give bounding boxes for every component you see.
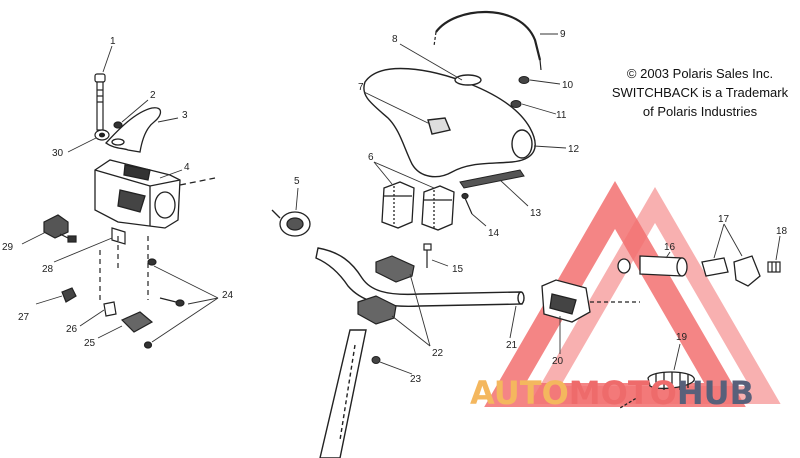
callout-20: 20 — [552, 356, 564, 367]
callout-10: 10 — [562, 80, 574, 91]
bracket-part-28 — [99, 227, 149, 300]
screw-part-14 — [461, 192, 473, 215]
pad-mounts-part-6 — [381, 181, 455, 231]
grommet-part-27 — [61, 287, 77, 303]
callout-23: 23 — [410, 374, 422, 385]
pad-strip-part-13 — [459, 169, 525, 189]
grip-part-5 — [271, 209, 311, 237]
callout-24: 24 — [222, 290, 234, 301]
callout-14: 14 — [488, 228, 500, 239]
washer-part-30 — [94, 129, 110, 141]
switch-part-29 — [43, 214, 77, 243]
plate-part-25 — [120, 311, 154, 333]
clip-part-26 — [103, 301, 117, 317]
callout-27: 27 — [18, 312, 30, 323]
callout-11: 11 — [556, 110, 567, 121]
callout-16: 16 — [664, 242, 676, 253]
copyright-line-3: of Polaris Industries — [642, 104, 758, 119]
watermark-text: AUTOMOTOHUB — [470, 374, 800, 412]
watermark-moto: MOTO — [568, 374, 677, 412]
bolt-part-18 — [767, 261, 781, 273]
handlebar-part-21 — [315, 247, 525, 308]
watermark-auto: AUTO — [470, 374, 569, 412]
clamps-part-22 — [357, 255, 415, 325]
callout-6: 6 — [368, 152, 374, 163]
callout-9: 9 — [560, 29, 566, 40]
callout-22: 22 — [432, 348, 444, 359]
nut-part-10 — [518, 76, 530, 84]
throttle-parts-17 — [701, 255, 761, 287]
callout-13: 13 — [530, 208, 542, 219]
callout-18: 18 — [776, 226, 788, 237]
callout-2: 2 — [150, 90, 156, 101]
callout-25: 25 — [84, 338, 96, 349]
bolt-part-1 — [94, 73, 106, 131]
nut-part-2 — [113, 121, 123, 129]
callout-17: 17 — [718, 214, 730, 225]
watermark-hub: HUB — [676, 374, 755, 412]
callout-30: 30 — [52, 148, 64, 159]
throttle-block-part-4 — [94, 159, 216, 229]
screws-part-24 — [143, 258, 185, 349]
callout-26: 26 — [66, 324, 78, 335]
callout-12: 12 — [568, 144, 580, 155]
callout-19: 19 — [676, 332, 688, 343]
grip-part-16 — [617, 255, 688, 277]
nut-part-23 — [371, 356, 381, 364]
heater-element-part-19 — [619, 371, 695, 409]
callout-29: 29 — [2, 242, 14, 253]
throttle-lever-part-3 — [105, 107, 162, 153]
callout-3: 3 — [182, 110, 188, 121]
callout-4: 4 — [184, 162, 190, 173]
callout-21: 21 — [506, 340, 518, 351]
callout-1: 1 — [110, 36, 116, 47]
copyright-notice: © 2003 Polaris Sales Inc. SWITCHBACK is … — [605, 64, 795, 121]
copyright-line-2: SWITCHBACK is a Trademark — [611, 85, 789, 100]
bolt-part-15 — [423, 243, 432, 268]
callout-8: 8 — [392, 34, 398, 45]
steering-post — [319, 329, 367, 458]
leader-lines — [21, 33, 781, 375]
copyright-line-1: © 2003 Polaris Sales Inc. — [626, 66, 774, 81]
callout-15: 15 — [452, 264, 464, 275]
nut-part-11 — [510, 100, 522, 108]
pad-cable-part-9 — [433, 10, 542, 71]
callout-28: 28 — [42, 264, 54, 275]
callout-labels: 1 2 3 4 30 29 28 27 26 25 24 5 6 7 8 9 1… — [2, 29, 788, 385]
control-housing-part-20 — [541, 279, 640, 323]
callout-7: 7 — [358, 82, 364, 93]
bar-pad-part-12 — [363, 67, 536, 178]
callout-5: 5 — [294, 176, 300, 187]
